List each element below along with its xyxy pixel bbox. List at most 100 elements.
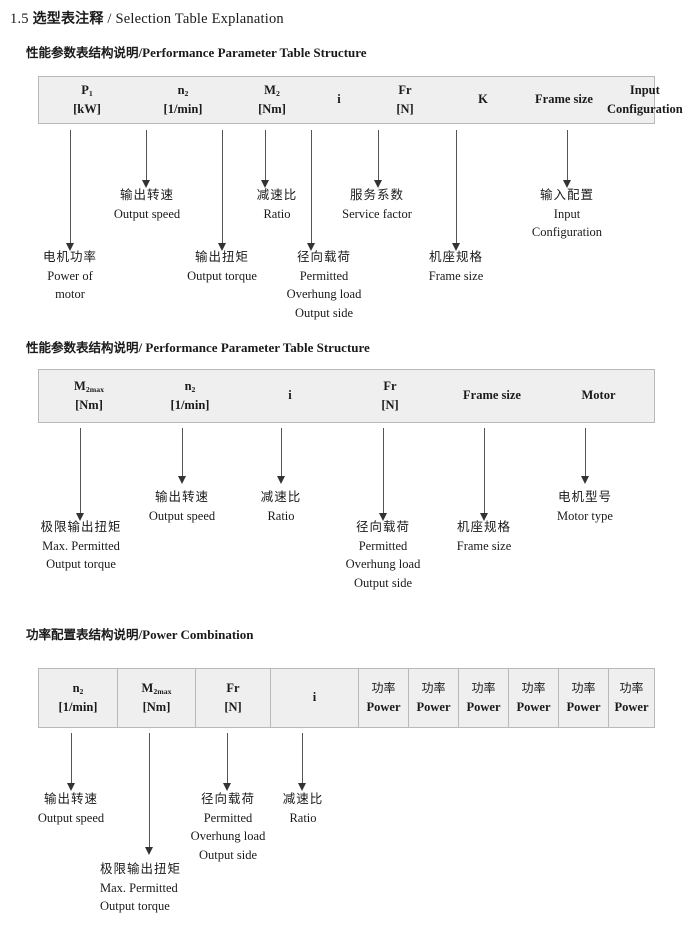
annotation-motor-type: 电机型号 Motor type (557, 488, 613, 525)
header-subscript: 2max (85, 385, 104, 395)
header-symbol: Frame size (463, 388, 521, 403)
annotation-english-line: Permitted (299, 268, 349, 283)
title-number: 1.5 (10, 11, 29, 27)
header-symbol: Fr (226, 680, 240, 695)
table-header-cell: n2 [1/min] (135, 77, 231, 123)
annotation-english-line: Overhung load (286, 287, 362, 301)
header-unit: Configuration (607, 102, 683, 116)
header-symbol: Frame size (535, 92, 593, 107)
header-symbol: 功率 (421, 681, 446, 696)
section-1-heading-english: Performance Parameter Table Structure (142, 45, 367, 60)
table-header-cell: i (241, 370, 339, 422)
annotation-ratio: 减速比 Ratio (257, 186, 298, 223)
annotation-english-line: Frame size (456, 538, 512, 553)
table-header-cell: M2[Nm] (231, 77, 313, 123)
annotation-chinese: 输出转速 (43, 791, 98, 806)
annotation-output-torque: 输出扭矩 Output torque (187, 248, 257, 285)
section-1-heading: 性能参数表结构说明/Performance Parameter Table St… (26, 42, 367, 61)
annotation-chinese: 输入配置 (539, 187, 595, 202)
annotation-english-line: Motor type (557, 508, 613, 523)
annotation-power-of-motor: 电机功率 Power of motor (43, 248, 97, 304)
section-2-heading-separator: / (138, 340, 143, 355)
header-symbol: Fr (383, 378, 397, 393)
header-unit: [1/min] (170, 398, 210, 412)
header-symbol: i (312, 690, 317, 705)
annotation-overhung-load: 径向载荷 Permitted Overhung load Output side (191, 790, 266, 864)
header-subscript: 2 (191, 385, 196, 395)
header-symbol: i (337, 92, 341, 107)
annotation-english-line: Output side (199, 847, 257, 862)
table-header-cell: n2[1/min] (39, 669, 117, 727)
table-header-cell: i (270, 669, 358, 727)
annotation-chinese: 减速比 (256, 187, 298, 202)
header-unit: [Nm] (75, 398, 103, 412)
annotation-chinese: 输出转速 (154, 489, 209, 504)
annotation-chinese: 径向载荷 (355, 519, 411, 534)
annotation-english-line: Frame size (428, 268, 484, 283)
annotation-chinese: 减速比 (282, 791, 324, 806)
header-symbol: 功率 (571, 681, 596, 696)
annotation-english-line: Max. Permitted (100, 880, 178, 895)
annotation-output-speed: 输出转速 Output speed (114, 186, 180, 223)
annotation-english-line: Max. Permitted (42, 538, 120, 553)
header-symbol: 功率 (471, 681, 496, 696)
annotation-chinese: 服务系数 (349, 187, 405, 202)
header-symbol: n2 (72, 680, 84, 697)
annotation-english-line: Overhung load (345, 557, 421, 571)
title-english: Selection Table Explanation (115, 11, 284, 27)
annotation-english-line: Output side (354, 575, 412, 590)
annotation-ratio: 减速比 Ratio (261, 488, 302, 525)
header-subscript: 2 (79, 687, 84, 697)
annotation-english-line: Ratio (289, 810, 317, 825)
header-unit: Power (516, 699, 551, 714)
section-1-heading-chinese: 性能参数表结构说明 (26, 45, 139, 60)
page-title: 1.5 选型表注释 / Selection Table Explanation (10, 8, 284, 28)
header-symbol: 功率 (521, 681, 546, 696)
annotation-english-line: Output torque (100, 899, 170, 913)
header-symbol: n2 (177, 82, 189, 99)
annotation-ratio: 减速比 Ratio (283, 790, 324, 827)
annotation-english-line: Output speed (148, 508, 216, 523)
header-unit: Power (614, 699, 649, 714)
section-3-heading-english: Power Combination (142, 627, 254, 642)
annotation-overhung-load: 径向载荷 Permitted Overhung load Output side (346, 518, 421, 592)
annotation-english-line: Overhung load (190, 829, 266, 843)
table-header-cell: Fr[N] (195, 669, 270, 727)
annotation-english-line: Output torque (187, 268, 257, 283)
table-header-cell: n2[1/min] (139, 370, 241, 422)
header-subscript: 2 (275, 89, 280, 99)
annotation-chinese: 电机型号 (557, 489, 612, 504)
annotation-overhung-load: 径向载荷 Permitted Overhung load Output side (287, 248, 362, 322)
header-subscript: 2max (153, 687, 172, 697)
header-unit: [1/min] (163, 102, 203, 116)
annotation-english-line: Power of (47, 268, 93, 283)
section-3-heading-chinese: 功率配置表结构说明 (26, 627, 139, 642)
annotation-english-line: Output speed (37, 810, 105, 825)
table-header-cell: Frame size (441, 370, 543, 422)
table-header-cell: Fr[N] (365, 77, 445, 123)
annotation-english-line: Ratio (263, 206, 291, 221)
annotation-english-line: Output side (295, 305, 353, 320)
table-header-cell: K (445, 77, 521, 123)
annotation-output-speed: 输出转速 Output speed (149, 488, 215, 525)
section-1-heading-separator: / (138, 45, 143, 60)
table-header-cell: M2max [Nm] (39, 370, 139, 422)
section-3-heading: 功率配置表结构说明/Power Combination (26, 624, 254, 643)
annotation-chinese: 极限输出扭矩 (40, 519, 122, 534)
header-unit: [Nm] (142, 700, 171, 714)
header-symbol: Motor (581, 388, 616, 403)
annotation-chinese: 输出扭矩 (194, 249, 250, 264)
section-2-heading-chinese: 性能参数表结构说明 (26, 340, 139, 355)
annotation-english-line: Service factor (342, 206, 412, 221)
annotation-max-permitted-output-torque: 极限输出扭矩 Max. Permitted Output torque (100, 860, 181, 916)
header-symbol: M2max (74, 378, 104, 395)
table-header-cell: Fr[N] (339, 370, 441, 422)
annotation-output-speed: 输出转速 Output speed (38, 790, 104, 827)
annotation-frame-size: 机座规格 Frame size (429, 248, 484, 285)
